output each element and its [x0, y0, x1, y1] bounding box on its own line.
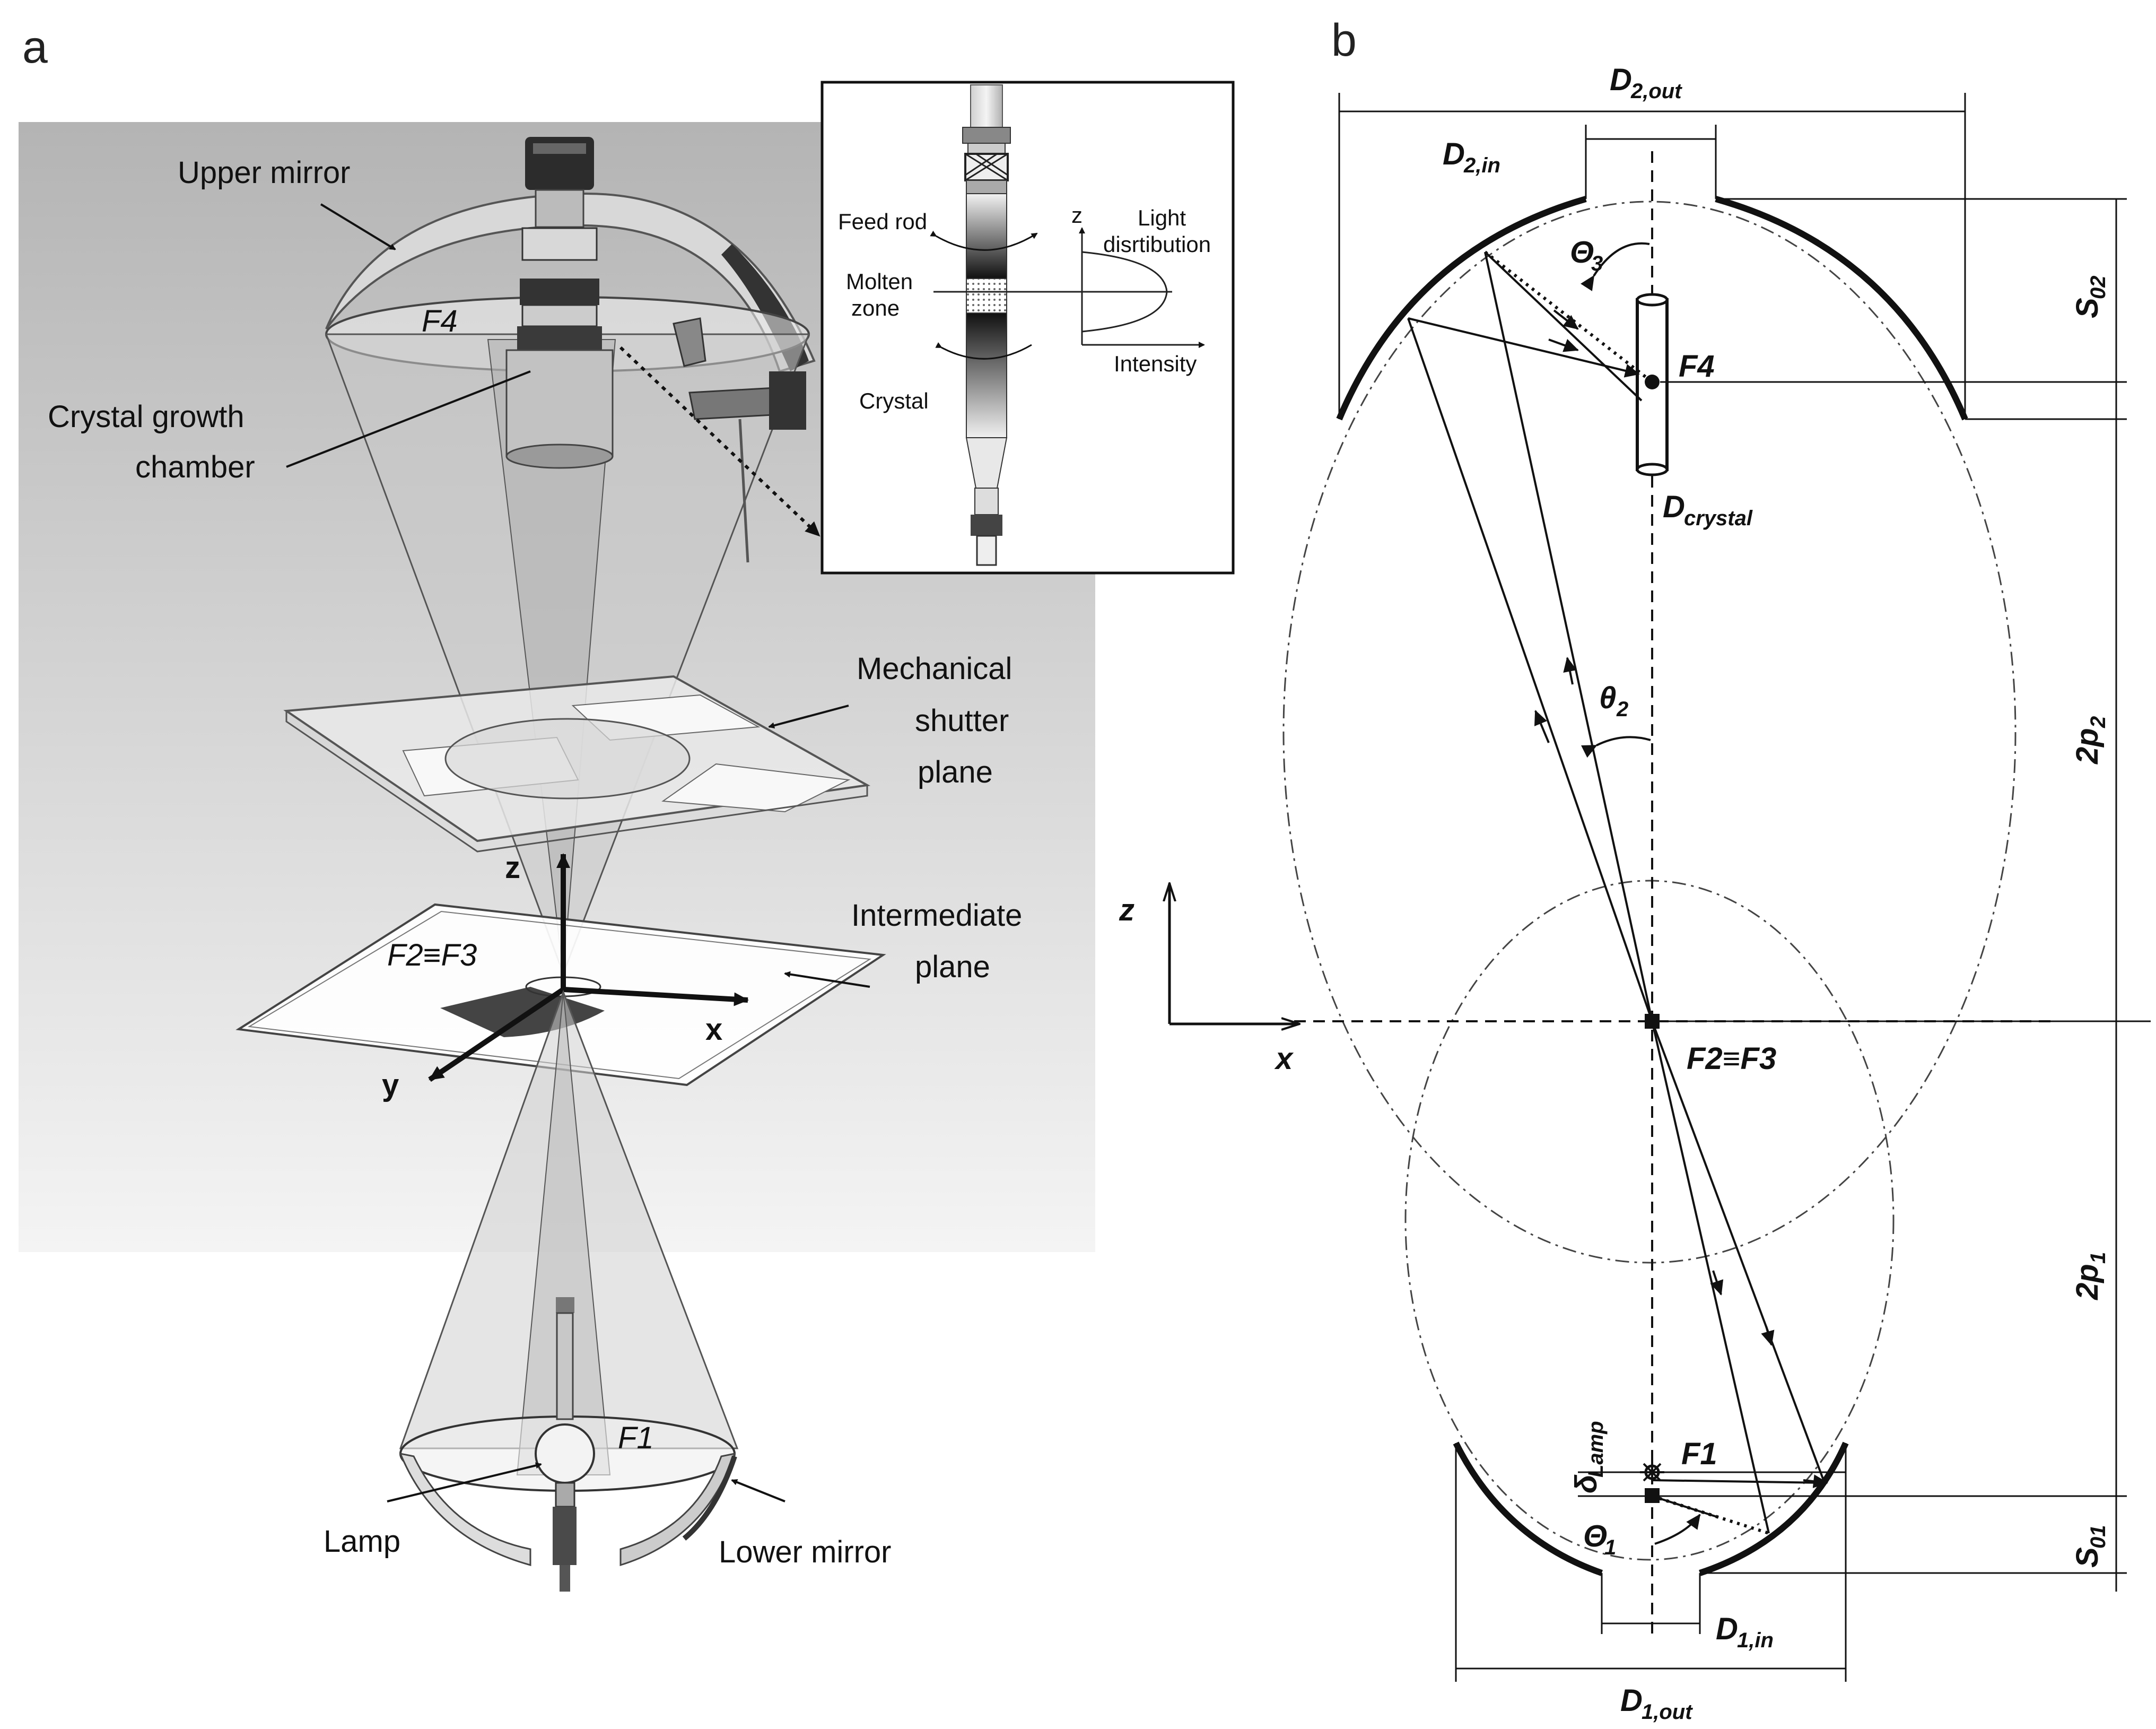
upper-ellipse [1282, 201, 2017, 1264]
label-delta-lamp-group: δ Lamp [1569, 1421, 1608, 1493]
label-2p1-group: 2p 1 [2070, 1252, 2110, 1300]
label-2p1-sub: 1 [2087, 1252, 2110, 1264]
lower-mirror-leader [731, 1479, 785, 1502]
label-2p2-group: 2p 2 [2070, 716, 2110, 764]
label-f1-a: F1 [618, 1421, 654, 1455]
crystal-growth-chamber [505, 137, 806, 563]
panel-letter-a: a [22, 22, 48, 73]
label-s01-group: S 01 [2070, 1525, 2110, 1568]
inset-label-z: z [1071, 203, 1083, 228]
shutter-leader [768, 705, 849, 729]
label-lamp: Lamp [324, 1524, 400, 1559]
label-f4-b: F4 [1679, 349, 1715, 384]
lower-mirror-right-arc [1699, 1441, 1849, 1576]
crystal-rod [1636, 293, 1669, 476]
label-z-b: z [1119, 893, 1134, 927]
label-f2f3-b: F2≡F3 [1687, 1041, 1776, 1076]
label-dcrystal: D [1663, 490, 1685, 524]
theta2-arc [1581, 736, 1651, 758]
label-2p2: 2p [2070, 728, 2105, 764]
label-x-a: x [705, 1012, 722, 1047]
upper-mirror-leader [320, 203, 396, 250]
label-x-b: x [1274, 1041, 1294, 1076]
upper-mirror-left-arc [1336, 196, 1587, 421]
label-delta-sub: Lamp [1584, 1421, 1608, 1478]
label-theta2-sub: 2 [1616, 698, 1628, 721]
panel-letter-b: b [1331, 15, 1357, 66]
lower-mirror-left-arc [1453, 1441, 1603, 1576]
label-theta2: θ [1599, 681, 1616, 715]
label-theta1-sub: 1 [1604, 1536, 1616, 1559]
label-z-a: z [505, 850, 520, 885]
theta3-arc [1580, 242, 1650, 291]
label-shutter: shutter [915, 703, 1009, 738]
label-2p1: 2p [2070, 1264, 2105, 1300]
label-d2in: D [1443, 137, 1465, 171]
label-theta3-sub: 3 [1591, 252, 1603, 275]
label-s01-sub: 01 [2087, 1525, 2110, 1549]
label-d1out: D [1620, 1683, 1643, 1718]
lamp-leader [387, 1462, 542, 1502]
label-dcrystal-sub: crystal [1684, 507, 1753, 530]
label-d1in: D [1716, 1612, 1738, 1646]
upper-mirror-right-arc [1715, 196, 1968, 421]
label-crystal-growth: Crystal growth [48, 399, 245, 434]
label-s01: S [2070, 1547, 2105, 1568]
ray-paths [1407, 250, 1828, 1535]
label-lower-mirror: Lower mirror [719, 1535, 892, 1569]
label-2p2-sub: 2 [2087, 716, 2110, 728]
label-upper-mirror: Upper mirror [178, 155, 351, 190]
label-d1in-sub: 1,in [1737, 1629, 1774, 1652]
f2f3-marker [1645, 1014, 1660, 1029]
label-y-a: y [382, 1068, 399, 1102]
label-chamber: chamber [135, 450, 255, 484]
label-shutter-plane: plane [918, 755, 993, 789]
inset-label-light: Light [1138, 205, 1186, 230]
panel-a: a [19, 22, 1235, 1592]
inset-label-zone: zone [851, 296, 900, 320]
intermediate-leader [784, 971, 870, 988]
label-f2f3-a: F2≡F3 [387, 938, 477, 972]
label-theta1: Θ [1583, 1519, 1607, 1553]
label-delta: δ [1569, 1474, 1603, 1493]
dimension-lines [1338, 93, 2127, 1682]
label-d2in-sub: 2,in [1463, 154, 1500, 177]
label-s02: S [2070, 298, 2105, 318]
lamp [535, 1297, 595, 1592]
mechanical-shutter-plane [283, 675, 871, 853]
inset-label-crystal: Crystal [859, 388, 929, 413]
inset-label-feed-rod: Feed rod [838, 209, 927, 234]
inset-label-molten: Molten [846, 269, 913, 294]
label-intermediate: Intermediate [851, 898, 1022, 933]
upper-mirror-dome [325, 192, 816, 373]
label-mechanical: Mechanical [857, 651, 1012, 686]
crystal-chamber-leader [286, 370, 531, 468]
lower-ellipse [1404, 880, 1895, 1561]
axes-panel-a [428, 853, 749, 1082]
label-theta3: Θ [1570, 235, 1594, 270]
label-intermediate-plane: plane [915, 950, 990, 984]
label-d1out-sub: 1,out [1642, 1700, 1693, 1724]
inset-label-intensity: Intensity [1114, 351, 1197, 376]
label-f4-a: F4 [422, 304, 458, 338]
label-s02-group: S 02 [2070, 276, 2110, 319]
label-f1-b: F1 [1681, 1437, 1717, 1471]
zone-inset: Feed rod Molten zone Crystal z Light dis… [820, 81, 1235, 575]
inset-pointer-dotted-arrow [619, 346, 821, 537]
label-s02-sub: 02 [2087, 276, 2110, 300]
panel-b: b [1119, 15, 2151, 1724]
inset-label-distribution: disrtibution [1103, 232, 1211, 257]
theta1-arc [1654, 1514, 1701, 1545]
label-d2out-sub: 2,out [1630, 80, 1682, 103]
label-d2out: D [1610, 63, 1632, 97]
